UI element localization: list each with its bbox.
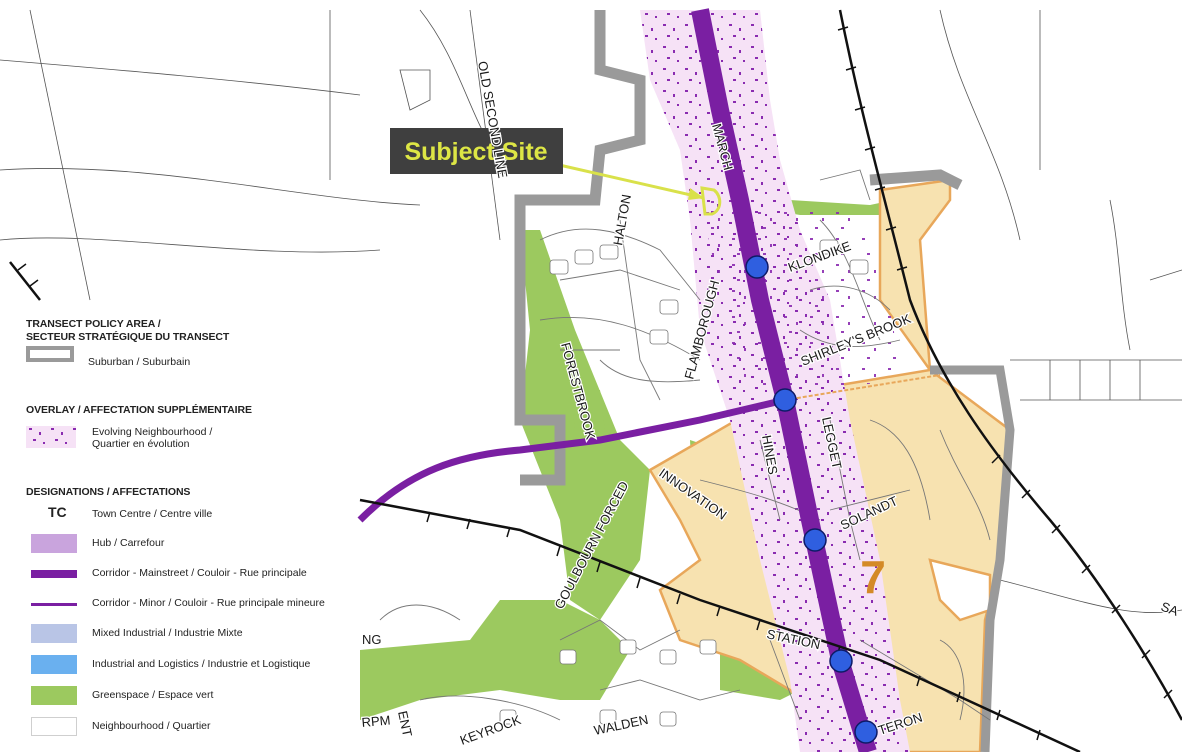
swatch-industrial-logistics [31, 655, 77, 674]
callout-label: Subject Site [404, 138, 547, 166]
legend-designations-title: DESIGNATIONS / AFFECTATIONS [26, 486, 191, 498]
legend-label-evolving-2: Quartier en évolution [92, 438, 190, 450]
street-blocks [499, 239, 869, 727]
legend-overlay-title: OVERLAY / AFFECTATION SUPPLÉMENTAIRE [26, 404, 252, 416]
station-shirleys-brook [773, 388, 797, 412]
legend-label-neighbourhood: Neighbourhood / Quartier [92, 720, 211, 732]
area-number: 7 [860, 551, 886, 603]
rail-ticks [17, 26, 1173, 741]
corridor-mainstreet [691, 8, 877, 752]
legend-label-hub: Hub / Carrefour [92, 537, 165, 549]
swatch-corridor-main [31, 570, 77, 578]
station-solandt [803, 528, 827, 552]
legend-label-corridor-main: Corridor - Mainstreet / Couloir - Rue pr… [92, 567, 307, 579]
station-klondike [745, 255, 769, 279]
swatch-mixed-industrial [31, 624, 77, 643]
swatch-greenspace [31, 686, 77, 705]
swatch-suburban [26, 346, 74, 362]
suburban-boundary [514, 10, 646, 486]
local-streets [379, 169, 991, 721]
legend-label-corridor-minor: Corridor - Minor / Couloir - Rue princip… [92, 597, 325, 609]
station-teron [854, 720, 878, 744]
legend-transect-title-2: SECTEUR STRATÉGIQUE DU TRANSECT [26, 331, 230, 343]
swatch-hub [31, 534, 77, 553]
street-label-ent: ENT [395, 710, 415, 739]
street-label-keyrock: KEYROCK [458, 712, 523, 748]
swatch-evolving [26, 426, 76, 448]
station-station [829, 649, 853, 673]
swatch-corridor-minor [31, 603, 77, 606]
street-label-sa: SA [1159, 599, 1181, 619]
legend-label-town-centre: Town Centre / Centre ville [92, 508, 213, 520]
legend-tc-code: TC [48, 504, 67, 520]
legend-label-mixed-industrial: Mixed Industrial / Industrie Mixte [92, 627, 243, 639]
legend-label-suburban: Suburban / Suburbain [88, 356, 191, 368]
legend-label-evolving-1: Evolving Neighbourhood / [92, 426, 213, 438]
rail-lines [9, 9, 1182, 752]
swatch-neighbourhood [31, 717, 77, 736]
street-label-halton: HALTON [610, 193, 634, 246]
street-label-ng: NG [362, 632, 382, 647]
subject-site-marker [700, 186, 722, 216]
legend-transect-title-1: TRANSECT POLICY AREA / [26, 318, 161, 330]
background-lines [0, 9, 1182, 613]
street-label-rpm: RPM [361, 713, 391, 730]
callout-box [390, 128, 563, 174]
legend-label-greenspace: Greenspace / Espace vert [92, 689, 214, 701]
corridor-minor [357, 396, 786, 523]
legend-label-industrial-logistics: Industrial and Logistics / Industrie et … [92, 658, 311, 670]
transit-stations [745, 255, 878, 744]
callout-leader [554, 162, 705, 200]
